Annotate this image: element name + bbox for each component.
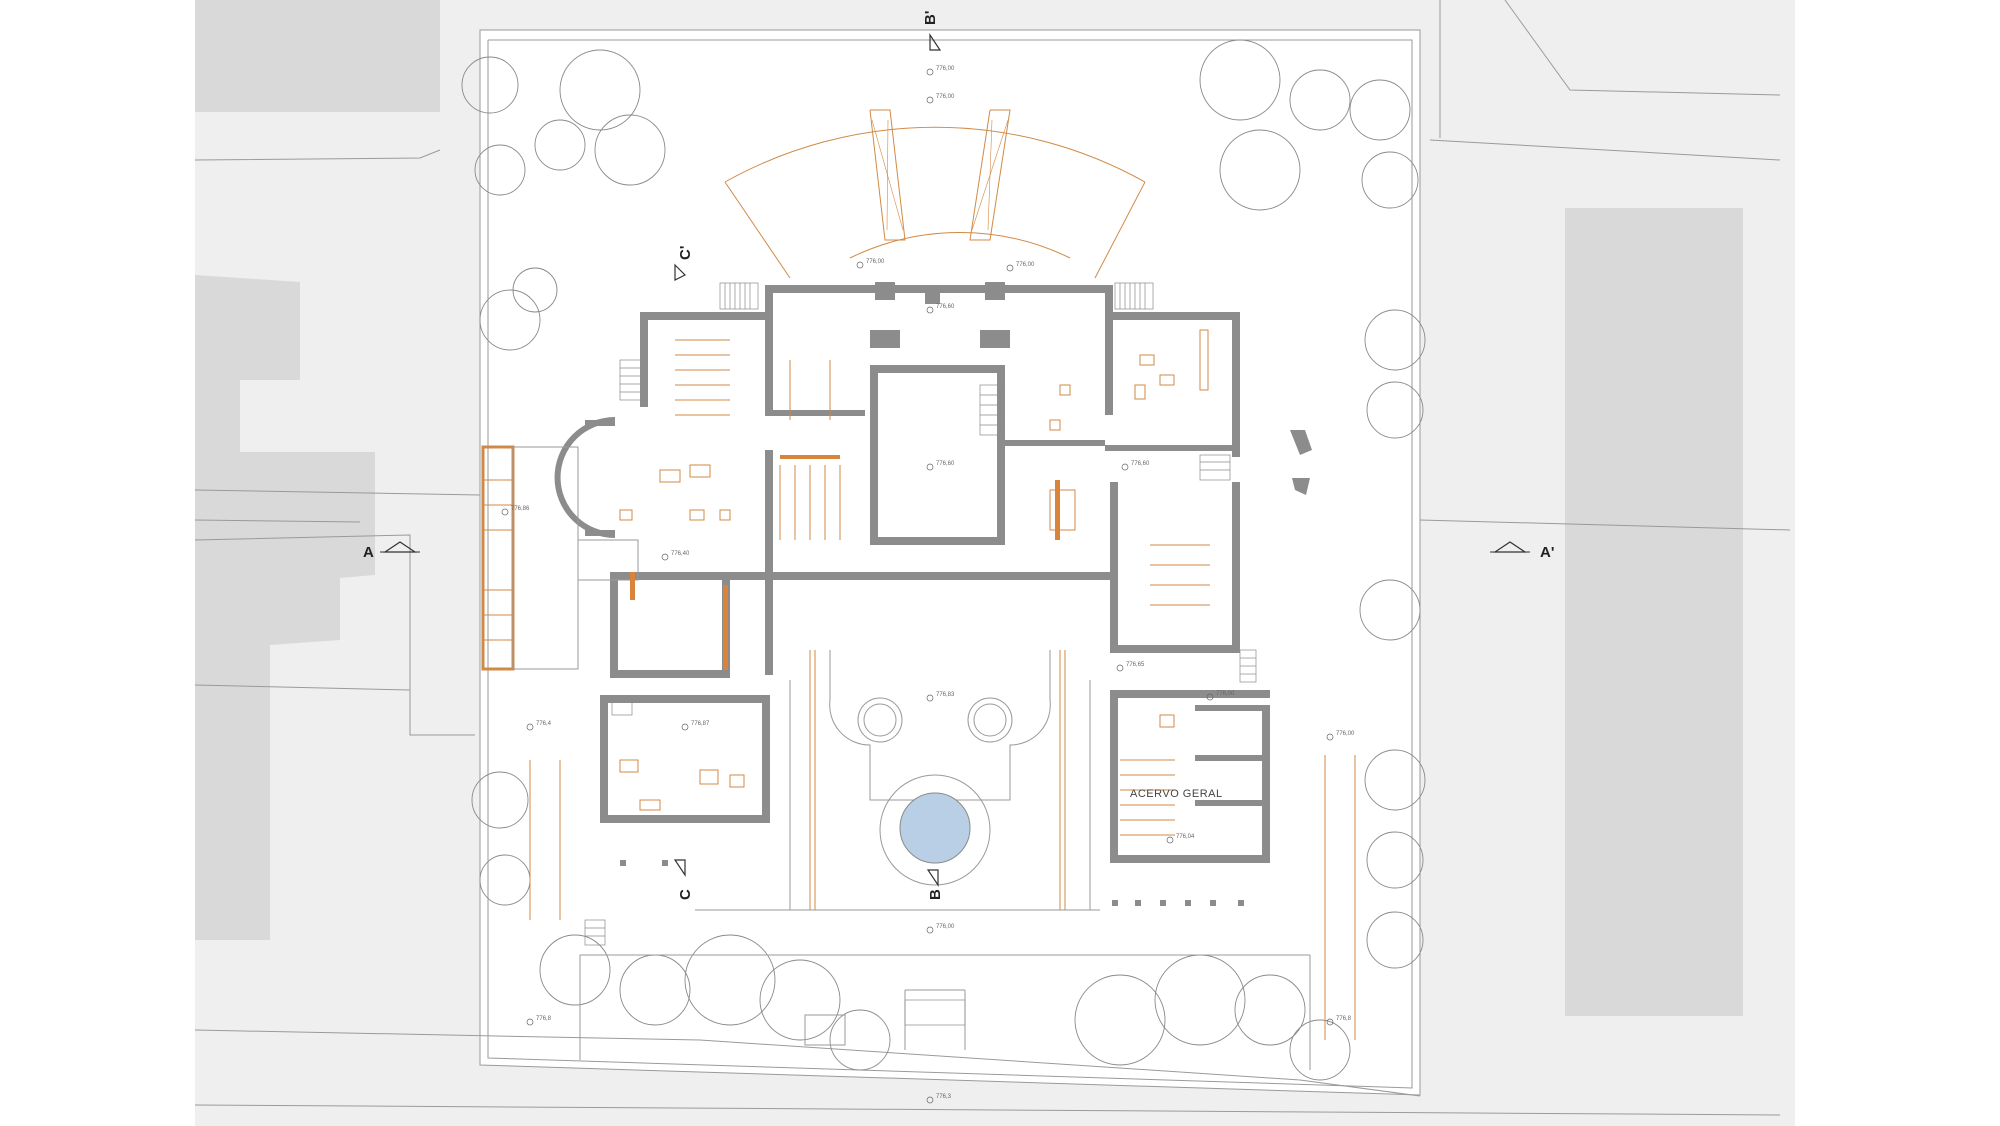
- level-mark: 776,00: [926, 94, 955, 104]
- neighbor-buildings-left: [194, 0, 475, 940]
- level-mark: 776,00: [926, 924, 955, 934]
- svg-text:776,86: 776,86: [511, 506, 530, 512]
- column-fragment: [1290, 430, 1312, 455]
- level-mark: 776,00: [856, 259, 885, 269]
- level-mark: 776,40: [661, 551, 690, 561]
- section-label-c-prime: C': [677, 246, 694, 260]
- accent-wall: [630, 572, 635, 600]
- section-label-a-prime: A': [1540, 544, 1554, 561]
- level-mark: 776,3: [926, 1094, 952, 1104]
- section-label-b-prime: B': [922, 11, 939, 25]
- section-marker-c-prime: C': [674, 246, 694, 281]
- section-marker-a: A: [363, 541, 420, 561]
- svg-text:776,60: 776,60: [936, 304, 955, 310]
- forecourt: [724, 109, 1146, 279]
- neighbor-building-right: [1419, 0, 1791, 1016]
- section-label-a: A: [363, 544, 374, 561]
- svg-text:776,83: 776,83: [936, 692, 955, 698]
- svg-text:776,4: 776,4: [536, 721, 552, 727]
- section-marker-a-prime: A': [1490, 541, 1554, 561]
- section-label-b: B: [927, 889, 944, 900]
- level-mark: 776,65: [1116, 662, 1145, 672]
- pillars: [620, 860, 1244, 906]
- room-label-acervo-geral: ACERVO GERAL: [1130, 788, 1223, 800]
- lot: [479, 29, 1421, 1096]
- level-marks: 776,00 776,00 776,00 776,00 776,60 776,6…: [501, 66, 1355, 1104]
- svg-text:776,40: 776,40: [671, 551, 690, 557]
- section-marker-b: B: [926, 869, 944, 900]
- level-mark: 776,00: [1206, 691, 1235, 701]
- svg-text:776,00: 776,00: [866, 259, 885, 265]
- level-mark: 776,00: [1006, 262, 1035, 272]
- section-label-c: C: [677, 889, 694, 900]
- svg-text:776,65: 776,65: [1126, 662, 1145, 668]
- level-mark: 776,8: [1326, 1016, 1352, 1026]
- fountain-pool: [899, 792, 971, 864]
- level-mark: 776,00: [926, 66, 955, 76]
- trees: [461, 39, 1426, 1081]
- section-marker-b-prime: B': [922, 11, 942, 51]
- svg-text:776,60: 776,60: [1131, 461, 1150, 467]
- building-walls: [600, 282, 1270, 863]
- svg-text:776,8: 776,8: [536, 1016, 552, 1022]
- level-mark: 776,60: [926, 461, 955, 471]
- level-mark: 776,60: [926, 304, 955, 314]
- svg-text:776,00: 776,00: [1016, 262, 1035, 268]
- section-marker-c: C: [673, 859, 694, 900]
- svg-text:776,00: 776,00: [936, 924, 955, 930]
- level-mark: 776,87: [681, 721, 710, 731]
- restroom-block: [481, 445, 639, 671]
- svg-text:776,00: 776,00: [936, 66, 955, 72]
- level-mark: 776,8: [526, 1016, 552, 1026]
- svg-text:776,00: 776,00: [1216, 691, 1235, 697]
- svg-text:776,87: 776,87: [691, 721, 710, 727]
- level-mark: 776,60: [1121, 461, 1150, 471]
- furniture: [619, 329, 1210, 836]
- level-mark: 776,83: [926, 692, 955, 702]
- svg-text:776,8: 776,8: [1336, 1016, 1352, 1022]
- level-mark: 776,86: [501, 506, 530, 516]
- svg-text:776,3: 776,3: [936, 1094, 952, 1100]
- svg-text:776,60: 776,60: [936, 461, 955, 467]
- level-mark: 776,04: [1166, 834, 1195, 844]
- level-mark: 776,4: [526, 721, 552, 731]
- svg-text:776,00: 776,00: [1336, 731, 1355, 737]
- courtyard: [529, 650, 1356, 1070]
- stairs: [584, 282, 1257, 1026]
- svg-text:776,00: 776,00: [936, 94, 955, 100]
- level-mark: 776,00: [1326, 731, 1355, 741]
- svg-text:776,04: 776,04: [1176, 834, 1195, 840]
